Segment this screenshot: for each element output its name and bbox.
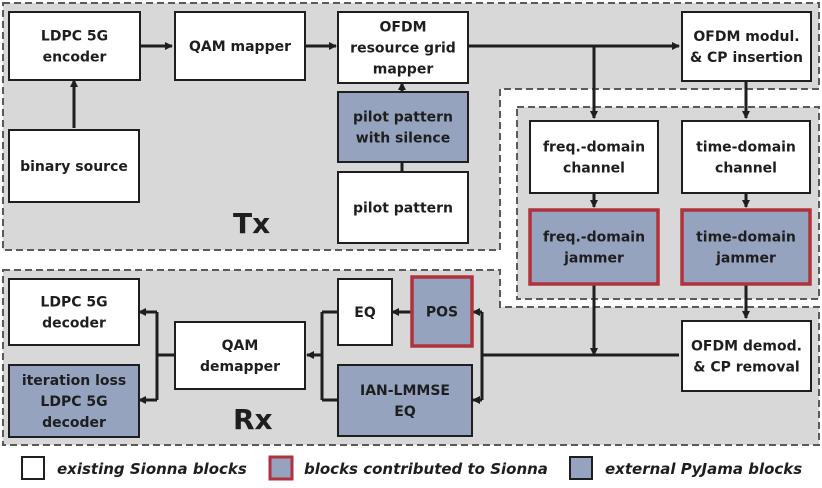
qam-demapper-label-line: QAM xyxy=(222,338,259,354)
ofdm-modul-label-line: & CP insertion xyxy=(690,50,803,66)
time-jammer-box xyxy=(680,208,812,286)
ldpc-decoder-box xyxy=(8,278,140,346)
pilot-silence-label-line: with silence xyxy=(356,131,450,147)
legend-swatch-contributed xyxy=(268,455,294,481)
freq-channel-box xyxy=(529,120,659,194)
binary-source-box xyxy=(8,129,140,203)
pos-box xyxy=(410,275,474,348)
pos-block: POS xyxy=(410,275,474,348)
ofdm-grid-mapper-box xyxy=(337,11,469,84)
pilot-silence-box xyxy=(337,91,469,163)
ofdm-demod-label-line: & CP removal xyxy=(693,360,799,376)
qam-demapper-box xyxy=(174,321,306,390)
binary-source-block: binary source xyxy=(8,129,140,203)
qam-mapper-box xyxy=(174,11,306,81)
ldpc-encoder-label-line: encoder xyxy=(43,50,107,66)
time-jammer-label-line: jammer xyxy=(715,251,776,267)
ian-lmmse-box xyxy=(337,364,473,437)
ofdm-modul-label-line: OFDM modul. xyxy=(693,29,799,45)
ldpc-decoder-block: LDPC 5G decoder xyxy=(8,278,140,346)
ldpc-encoder-box xyxy=(8,11,141,81)
pilot-pattern-box xyxy=(337,171,469,244)
legend-external-label: external PyJama blocks xyxy=(605,460,802,478)
time-channel-block: time-domain channel xyxy=(681,120,811,194)
legend-contributed-label: blocks contributed to Sionna xyxy=(304,460,548,478)
ldpc-decoder-label-line: LDPC 5G xyxy=(40,295,107,311)
freq-channel-label-line: freq.-domain xyxy=(543,140,645,156)
freq-channel-block: freq.-domain channel xyxy=(529,120,659,194)
time-channel-box xyxy=(681,120,811,194)
iter-loss-decoder-box xyxy=(8,364,140,438)
legend-existing-label: existing Sionna blocks xyxy=(57,460,247,478)
ofdm-grid-mapper-label-line: mapper xyxy=(373,62,434,78)
freq-jammer-label-line: jammer xyxy=(563,251,624,267)
iter-loss-decoder-label-line: iteration loss xyxy=(22,373,126,389)
ofdm-demod-block: OFDM demod. & CP removal xyxy=(681,320,812,392)
ldpc-decoder-label-line: decoder xyxy=(42,316,106,332)
ofdm-grid-mapper-label-line: OFDM xyxy=(379,20,426,36)
qam-mapper-block: QAM mapper xyxy=(174,11,306,81)
ofdm-grid-mapper-block: OFDM resource grid mapper xyxy=(337,11,469,84)
ofdm-demod-box xyxy=(681,320,812,392)
freq-jammer-box xyxy=(528,208,660,286)
iter-loss-decoder-label-line: LDPC 5G xyxy=(40,394,107,410)
pilot-silence-block: pilot pattern with silence xyxy=(337,91,469,163)
ofdm-grid-mapper-label-line: resource grid xyxy=(350,41,456,57)
time-jammer-label-line: time-domain xyxy=(696,230,796,246)
time-jammer-block: time-domain jammer xyxy=(680,208,812,286)
eq-box xyxy=(337,278,393,346)
legend: existing Sionna blocks blocks contribute… xyxy=(21,455,802,481)
freq-jammer-block: freq.-domain jammer xyxy=(528,208,660,286)
legend-swatch-existing xyxy=(21,456,45,480)
pilot-pattern-block: pilot pattern xyxy=(337,171,469,244)
qam-demapper-label-line: demapper xyxy=(200,359,280,375)
pilot-silence-label-line: pilot pattern xyxy=(353,110,453,126)
ldpc-encoder-block: LDPC 5G encoder xyxy=(8,11,141,81)
iter-loss-decoder-label-line: decoder xyxy=(42,415,106,431)
ofdm-demod-label-line: OFDM demod. xyxy=(691,339,802,355)
ofdm-modul-block: OFDM modul. & CP insertion xyxy=(681,11,812,82)
time-channel-label-line: time-domain xyxy=(696,140,796,156)
qam-mapper-label-line: QAM mapper xyxy=(189,39,291,55)
rx-label: Rx xyxy=(233,403,273,436)
pos-label-line: POS xyxy=(426,305,458,321)
tx-label: Tx xyxy=(233,207,270,240)
freq-channel-label-line: channel xyxy=(563,161,625,177)
ldpc-encoder-label-line: LDPC 5G xyxy=(41,29,108,45)
binary-source-label-line: binary source xyxy=(20,159,128,175)
legend-swatch-external xyxy=(569,456,593,480)
eq-block: EQ xyxy=(337,278,393,346)
connectors xyxy=(70,42,750,404)
ian-lmmse-label-line: IAN-LMMSE xyxy=(360,383,450,399)
qam-demapper-block: QAM demapper xyxy=(174,321,306,390)
ian-lmmse-block: IAN-LMMSE EQ xyxy=(337,364,473,437)
pilot-pattern-label-line: pilot pattern xyxy=(353,201,453,217)
freq-jammer-label-line: freq.-domain xyxy=(543,230,645,246)
eq-label-line: EQ xyxy=(354,305,376,321)
time-channel-label-line: channel xyxy=(715,161,777,177)
rx-region xyxy=(2,269,820,446)
ofdm-modul-box xyxy=(681,11,812,82)
ian-lmmse-label-line: EQ xyxy=(394,404,416,420)
